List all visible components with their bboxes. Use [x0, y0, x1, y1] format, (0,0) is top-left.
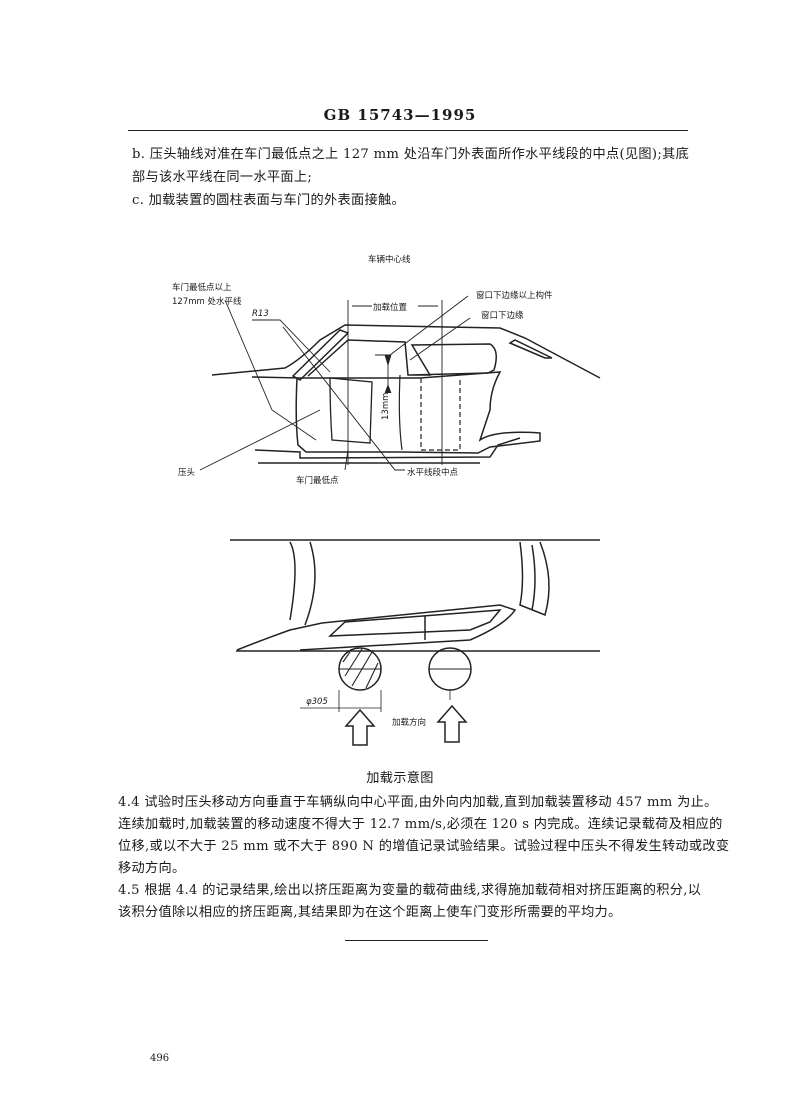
- standard-header: GB 15743—1995: [323, 106, 477, 124]
- section-4-5-line: 4.5 根据 4.4 的记录结果,绘出以挤压距离为变量的载荷曲线,求得施加载荷相…: [118, 883, 702, 898]
- label-load-position: 加载位置: [373, 301, 408, 313]
- section-4-4-line: 移动方向。: [118, 861, 186, 876]
- section-4-5-line: 该积分值除以相应的挤压距离,其结果即为在这个距离上使车门变形所需要的平均力。: [118, 905, 622, 920]
- section-4-4-line: 4.4 试验时压头移动方向垂直于车辆纵向中心平面,由外向内加载,直到加载装置移动…: [118, 795, 718, 810]
- label-midpoint: 水平线段中点: [407, 468, 459, 478]
- header-rule: [128, 130, 688, 131]
- section-4-4-line: 连续加载时,加载装置的移动速度不得大于 12.7 mm/s,必须在 120 s …: [118, 817, 723, 832]
- section-4-4-line: 位移,或以不大于 25 mm 或不大于 890 N 的增值记录试验结果。试验过程…: [118, 839, 730, 854]
- label-centerline: 车辆中心线: [368, 255, 411, 265]
- item-b-line1: b. 压头轴线对准在车门最低点之上 127 mm 处沿车门外表面所作水平线段的中…: [132, 147, 690, 162]
- page-number: 496: [150, 1053, 170, 1064]
- label-ram: 压头: [178, 468, 196, 478]
- item-c-line1: c. 加载装置的圆柱表面与车门的外表面接触。: [132, 193, 405, 208]
- label-door-lowest: 车门最低点: [296, 476, 339, 486]
- label-above-sill: 窗口下边缘以上构件: [476, 291, 553, 301]
- end-rule: [345, 940, 488, 941]
- side-view-car: [199, 295, 601, 471]
- label-sill: 窗口下边缘: [481, 311, 524, 321]
- item-b-line2: 部与该水平线在同一水平面上;: [132, 170, 313, 185]
- figure-caption: 加载示意图: [366, 771, 434, 786]
- label-dim-13mm: 13mm: [381, 392, 391, 420]
- label-load-direction: 加载方向: [392, 718, 427, 728]
- top-view-car: [230, 539, 600, 746]
- label-line127: 车门最低点以上: [172, 283, 232, 293]
- label-r13: R13: [252, 309, 269, 319]
- label-diameter: φ305: [306, 697, 328, 707]
- label-line127b: 127mm 处水平线: [172, 297, 242, 307]
